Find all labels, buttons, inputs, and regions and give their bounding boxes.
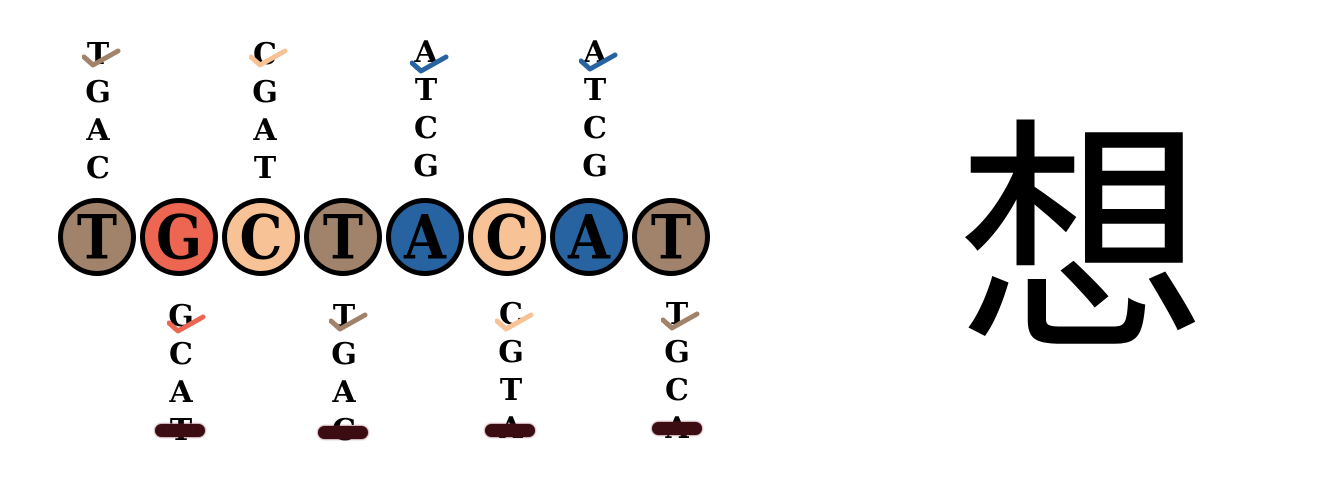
top-column-letter: G: [85, 75, 111, 110]
strand-base: T: [322, 201, 364, 273]
top-column-3: A T C G: [406, 34, 446, 186]
top-column-2: C G A T: [245, 36, 285, 188]
top-column-letter: A: [86, 113, 110, 148]
strike-mark: [652, 422, 702, 435]
top-column-letter: G: [582, 149, 608, 184]
strand-base: C: [485, 201, 529, 273]
top-column-letter: G: [252, 75, 278, 110]
strand-base: A: [568, 201, 610, 273]
strand-base: T: [76, 201, 118, 273]
strand-bead: C: [468, 198, 546, 276]
chinese-character: 想: [957, 97, 1207, 388]
strike-mark: [318, 426, 368, 439]
strand-bead: G: [140, 198, 218, 276]
check-icon: [410, 54, 450, 74]
bottom-column-letter: A: [332, 375, 356, 410]
strand-base: T: [650, 201, 692, 273]
bottom-column-letter: C: [665, 373, 689, 408]
check-icon: [82, 48, 122, 68]
top-column-letter: T: [414, 73, 438, 108]
bottom-column-letter: C: [169, 337, 193, 372]
check-icon: [579, 52, 619, 72]
strand-base: G: [155, 201, 203, 273]
strand-bead: A: [386, 198, 464, 276]
strand-base: C: [239, 201, 283, 273]
bottom-column-letter: T: [499, 373, 523, 408]
top-column-4: A T C G: [575, 34, 615, 186]
strike-mark: [485, 424, 535, 437]
strand-bead: T: [304, 198, 382, 276]
check-icon: [249, 48, 289, 68]
bottom-column-1: G C A T: [161, 298, 201, 450]
check-icon: [495, 312, 535, 332]
strand-bead: C: [222, 198, 300, 276]
check-icon: [661, 311, 701, 331]
bottom-column-letter: G: [331, 337, 357, 372]
top-column-letter: G: [413, 149, 439, 184]
top-column-letter: A: [253, 113, 277, 148]
top-column-letter: A: [414, 35, 438, 70]
top-column-letter: T: [253, 151, 277, 186]
top-column-letter: C: [414, 111, 438, 146]
bottom-column-letter: A: [169, 375, 193, 410]
strand-bead: T: [632, 198, 710, 276]
check-icon: [329, 312, 369, 332]
top-column-letter: T: [583, 73, 607, 108]
strand-bead: T: [58, 198, 136, 276]
strike-mark: [155, 424, 205, 437]
top-column-letter: C: [86, 151, 110, 186]
top-column-letter: C: [583, 111, 607, 146]
bottom-column-letter: G: [498, 335, 524, 370]
strand-base: A: [404, 201, 446, 273]
bottom-column-letter: G: [664, 335, 690, 370]
strand-bead: A: [550, 198, 628, 276]
check-icon: [167, 314, 207, 334]
